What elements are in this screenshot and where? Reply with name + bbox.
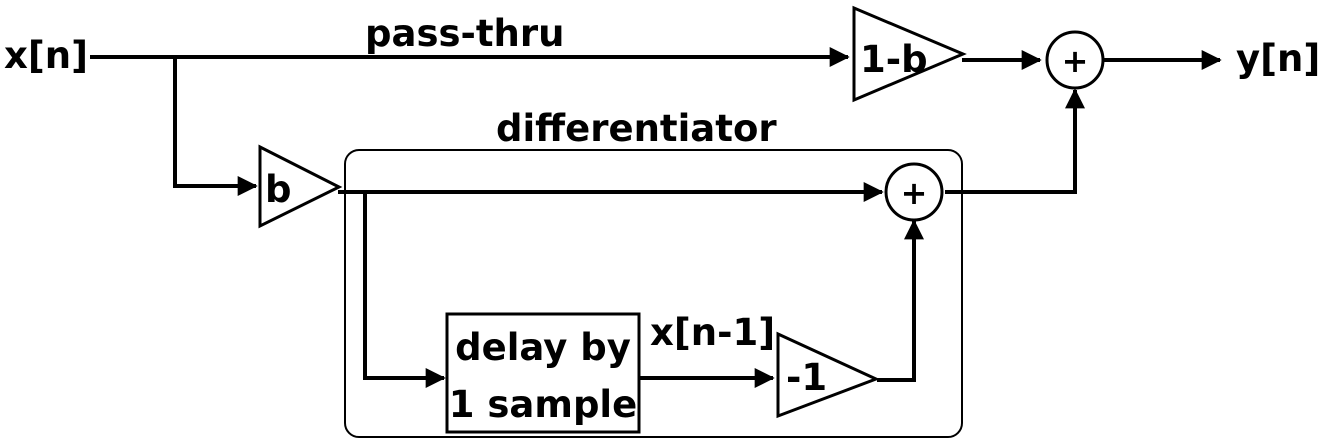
differentiator-label: differentiator [496,107,777,150]
gain-neg-label: -1 [786,356,827,399]
sum-inner-symbol: + [901,174,928,212]
delay-block [445,312,641,434]
delayed-signal-label: x[n-1] [650,311,775,354]
gain-b-label: b [265,168,292,211]
gain-neg-triangle [776,331,880,419]
sum-junction-outer [1045,30,1105,90]
gain-b-triangle [258,144,343,229]
delay-label-line2: 1 sample [449,383,637,426]
wire-inner-sum-to-outer-sum [945,88,1085,194]
sum-outer-symbol: + [1062,42,1089,80]
wire-branch-to-delay [363,192,446,388]
passthru-label: pass-thru [365,12,564,55]
delay-label-line1: delay by [455,326,631,369]
sum-junction-inner [884,162,944,222]
input-label: x[n] [4,34,88,77]
gain-top-label: 1-b [860,38,928,81]
wire-neg-gain-to-inner-sum [877,219,924,382]
output-label: y[n] [1236,37,1318,80]
differentiator-frame [344,149,963,438]
gain-top-triangle [852,5,967,103]
wire-branch-to-b-gain [173,57,258,196]
